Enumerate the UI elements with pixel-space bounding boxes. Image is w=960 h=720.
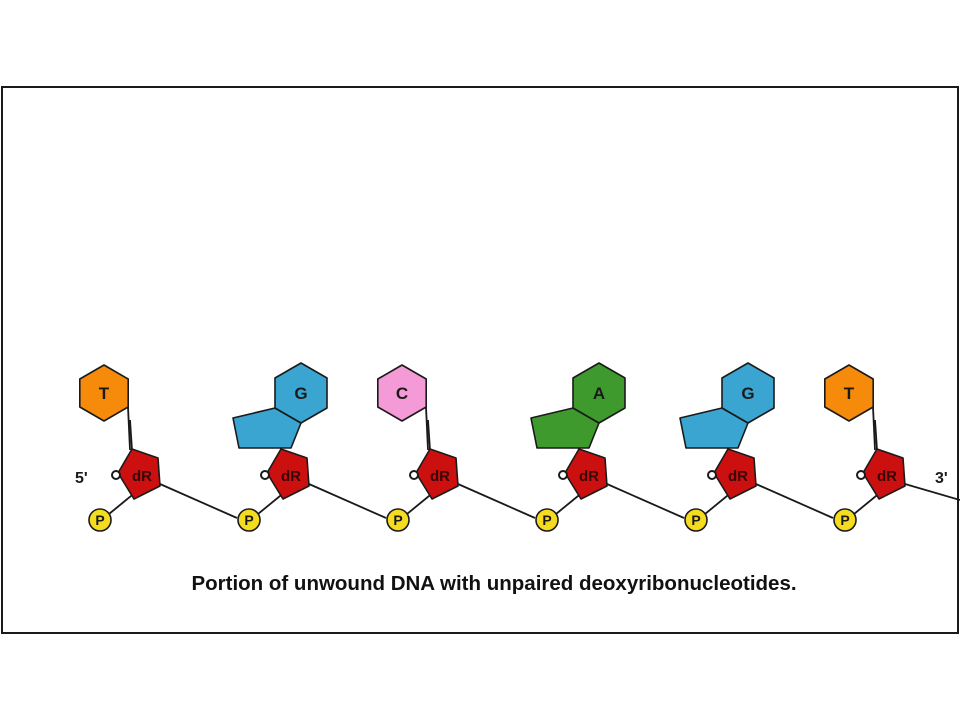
sugar-label: dR bbox=[877, 468, 897, 485]
base-sugar-link bbox=[872, 406, 876, 451]
sugar-label: dR bbox=[281, 468, 301, 485]
deoxyribose-sugar bbox=[415, 448, 459, 500]
nucleotide: AdR P bbox=[530, 362, 626, 532]
sugar-label: dR bbox=[728, 468, 748, 485]
phosphate-group bbox=[237, 508, 261, 532]
ring-oxygen bbox=[558, 470, 568, 480]
glycosidic-bond bbox=[129, 419, 133, 451]
deoxyribose-sugar bbox=[713, 448, 757, 500]
diagram-caption: Portion of unwound DNA with unpaired deo… bbox=[191, 572, 796, 595]
nucleotide: CdR P bbox=[376, 364, 459, 532]
ring-oxygen bbox=[111, 470, 121, 480]
base-letter: T bbox=[99, 384, 110, 403]
ring-oxygen bbox=[260, 470, 270, 480]
base-letter: T bbox=[844, 384, 855, 403]
base-sugar-link bbox=[127, 406, 131, 451]
phosphate-label: P bbox=[840, 512, 849, 528]
base-letter: A bbox=[593, 384, 605, 403]
phosphate-group bbox=[684, 508, 708, 532]
deoxyribose-sugar bbox=[862, 448, 906, 500]
sugar-label: dR bbox=[430, 468, 450, 485]
ring-oxygen bbox=[409, 470, 419, 480]
deoxyribose-sugar bbox=[117, 448, 161, 500]
glycosidic-bond bbox=[427, 419, 431, 451]
base-hexagon bbox=[79, 364, 129, 422]
base-hexagon bbox=[721, 362, 775, 424]
base-hexagon bbox=[823, 364, 875, 422]
sugar-label: dR bbox=[132, 468, 152, 485]
phosphate-label: P bbox=[691, 512, 700, 528]
deoxyribose-sugar bbox=[266, 448, 310, 500]
phosphate-label: P bbox=[95, 512, 104, 528]
backbone-bond bbox=[159, 483, 238, 519]
base-letter: C bbox=[396, 384, 408, 403]
backbone-bond bbox=[755, 483, 834, 519]
base-sugar-link bbox=[425, 406, 429, 451]
backbone-bond bbox=[606, 483, 685, 519]
phosphate-label: P bbox=[542, 512, 551, 528]
three-prime-label: 3' bbox=[935, 470, 948, 487]
nucleotide: TdR P bbox=[79, 364, 161, 532]
dna-strand: TdR P GdR P CdR P AdR P GdR P TdR P bbox=[79, 362, 960, 532]
nucleotide: GdR P bbox=[232, 362, 328, 532]
phosphate-group bbox=[833, 508, 857, 532]
nucleotide: GdR P bbox=[679, 362, 775, 532]
base-letter: G bbox=[741, 384, 754, 403]
nucleotide: TdR P bbox=[823, 364, 906, 532]
backbone-bond bbox=[308, 483, 387, 519]
glycosidic-bond bbox=[874, 419, 878, 451]
backbone-bond bbox=[904, 483, 960, 501]
base-hexagon bbox=[274, 362, 328, 424]
phosphate-group bbox=[535, 508, 559, 532]
phosphate-label: P bbox=[244, 512, 253, 528]
five-prime-label: 5' bbox=[75, 470, 88, 487]
phosphate-group bbox=[386, 508, 410, 532]
base-letter: G bbox=[294, 384, 307, 403]
deoxyribose-sugar bbox=[564, 448, 608, 500]
sugar-label: dR bbox=[579, 468, 599, 485]
base-hexagon bbox=[376, 364, 428, 422]
diagram-frame bbox=[1, 86, 959, 634]
base-hexagon bbox=[572, 362, 626, 424]
ring-oxygen bbox=[707, 470, 717, 480]
phosphate-label: P bbox=[393, 512, 402, 528]
ring-oxygen bbox=[856, 470, 866, 480]
backbone-bond bbox=[457, 483, 536, 519]
phosphate-group bbox=[88, 508, 112, 532]
